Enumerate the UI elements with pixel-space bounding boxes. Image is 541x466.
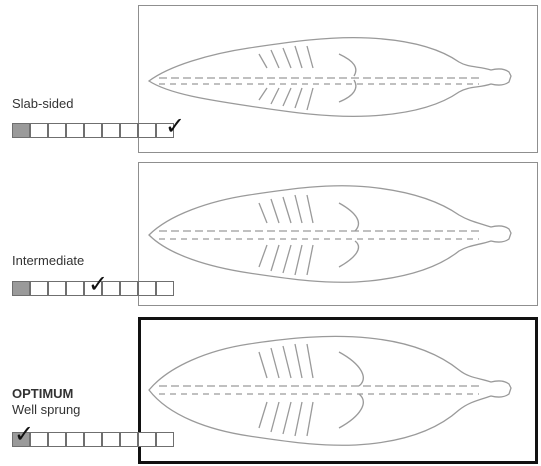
row-label-slab-sided: Slab-sided	[12, 96, 73, 111]
row-subtitle-well-sprung: Well sprung	[12, 402, 80, 417]
scale-cell	[120, 281, 138, 296]
scale-cell	[84, 432, 102, 447]
scale-cell	[12, 281, 30, 296]
scale-cell	[120, 432, 138, 447]
carcass-panel-optimum	[138, 317, 538, 464]
scale-cell	[138, 432, 156, 447]
scale-cell	[156, 281, 174, 296]
checkmark-icon: ✓	[88, 272, 108, 296]
scale-cell	[138, 281, 156, 296]
checkmark-icon: ✓	[165, 114, 185, 138]
row-label-intermediate: Intermediate	[12, 253, 84, 268]
scale-cell	[48, 123, 66, 138]
carcass-outline-slab-sided	[139, 6, 537, 151]
scale-cell	[102, 432, 120, 447]
rating-scale-slab-sided	[12, 123, 174, 138]
scale-cell	[66, 432, 84, 447]
rating-scale-optimum	[12, 432, 174, 447]
scale-cell	[66, 123, 84, 138]
scale-cell	[30, 281, 48, 296]
scale-cell	[48, 432, 66, 447]
checkmark-icon: ✓	[14, 422, 34, 446]
scale-cell	[120, 123, 138, 138]
scale-cell	[66, 281, 84, 296]
row-label-optimum: OPTIMUM	[12, 386, 73, 401]
scale-cell	[12, 123, 30, 138]
carcass-panel-slab-sided	[138, 5, 538, 153]
carcass-panel-intermediate	[138, 162, 538, 306]
carcass-outline-intermediate	[139, 163, 537, 304]
scale-cell	[30, 123, 48, 138]
scale-cell	[138, 123, 156, 138]
scale-cell	[102, 123, 120, 138]
scale-cell	[48, 281, 66, 296]
carcass-outline-optimum	[141, 320, 535, 461]
scale-cell	[156, 432, 174, 447]
scale-cell	[84, 123, 102, 138]
